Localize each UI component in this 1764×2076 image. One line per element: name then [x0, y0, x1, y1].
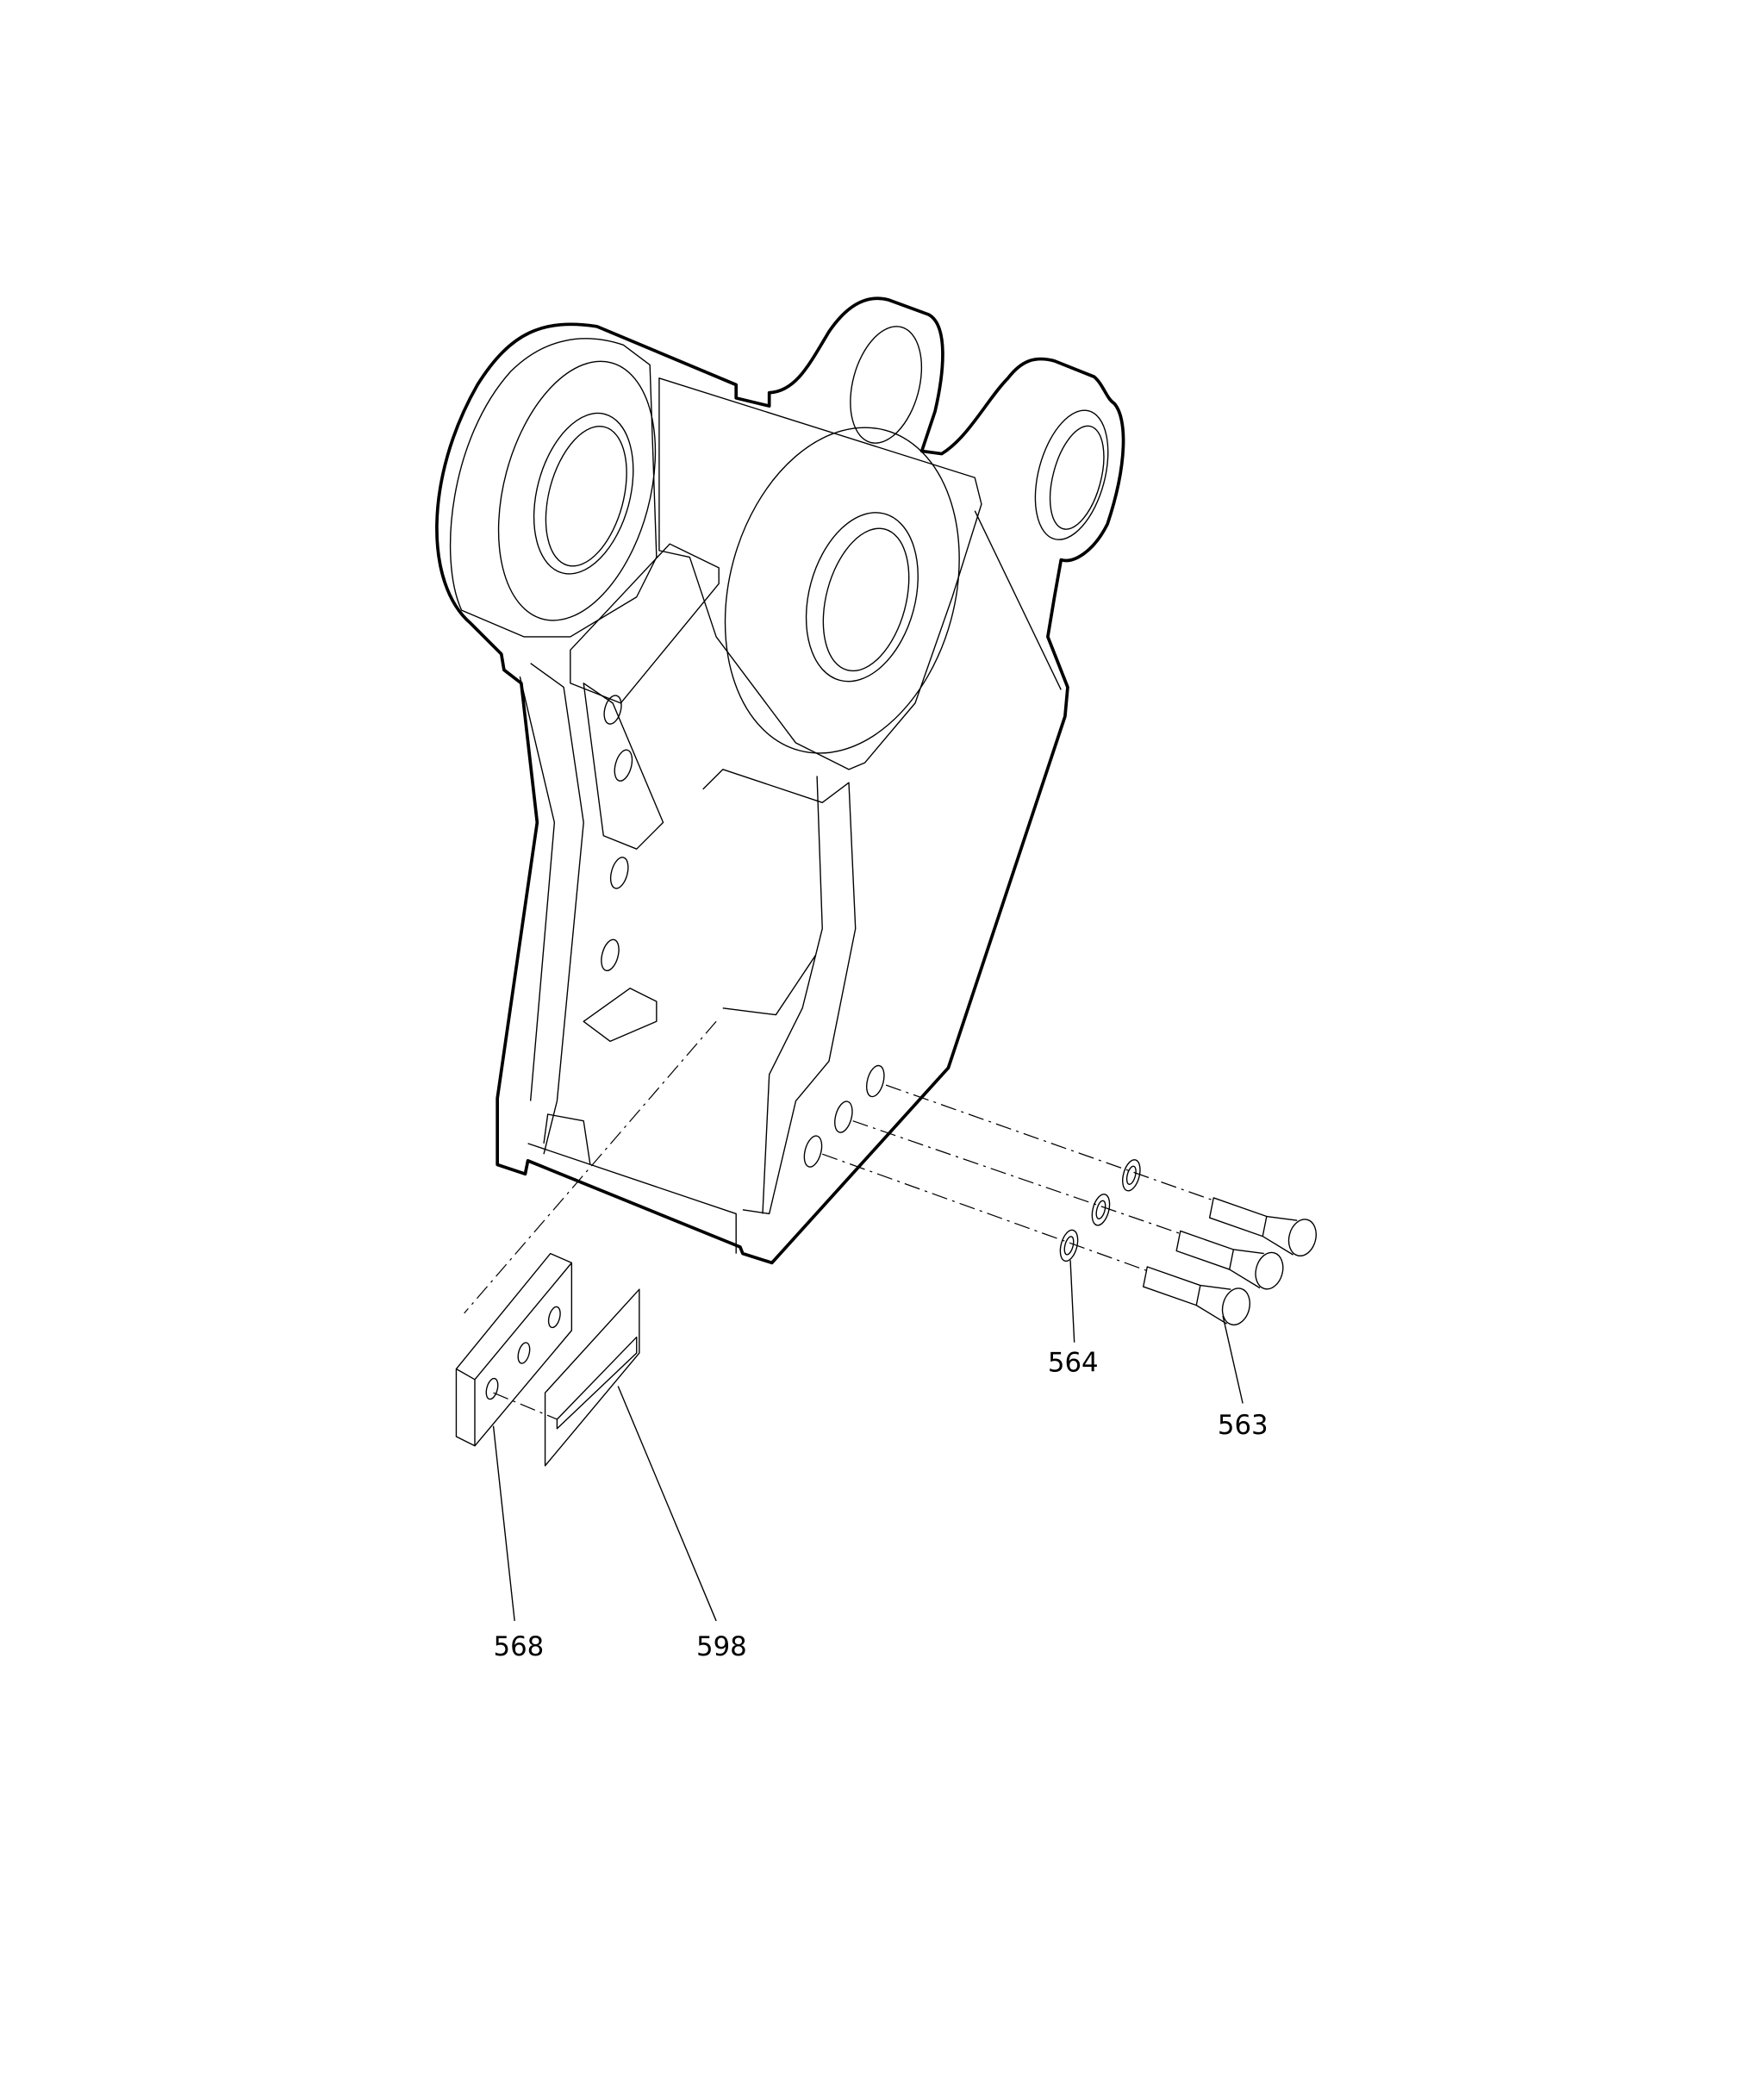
plate-568 — [455, 1252, 573, 1447]
callout-563: 563 — [1218, 1410, 1268, 1441]
callout-568: 568 — [494, 1631, 545, 1662]
shim-598 — [544, 1288, 640, 1467]
washer-564-parts — [1059, 1159, 1141, 1262]
callout-598: 598 — [696, 1631, 747, 1662]
screw-563-parts — [1143, 1197, 1317, 1326]
leader-lines — [492, 1260, 1244, 1622]
callout-564: 564 — [1048, 1348, 1099, 1379]
center-lines — [464, 1020, 1214, 1420]
main-bracket-housing — [435, 296, 1125, 1265]
